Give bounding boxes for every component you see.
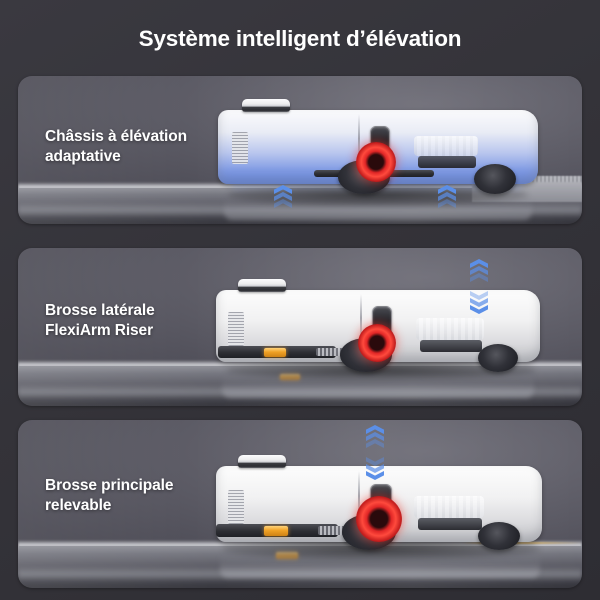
main-brush-chevron-up bbox=[366, 425, 384, 448]
panel-3-scene bbox=[18, 420, 582, 588]
drive-wheel-rear bbox=[474, 164, 516, 194]
robot-floor-reflection bbox=[222, 372, 534, 398]
internal-chassis-dark bbox=[418, 156, 476, 168]
vent-grille bbox=[228, 312, 244, 346]
amber-sensor-window bbox=[264, 348, 286, 357]
side-brush-chevron-down bbox=[470, 292, 488, 313]
chevron-up-icon bbox=[470, 273, 488, 282]
internal-module bbox=[414, 136, 478, 156]
amber-sensor-reflection bbox=[276, 552, 298, 559]
lift-chevron-right bbox=[438, 185, 456, 208]
body-seam bbox=[360, 294, 362, 342]
page-title: Système intelligent d’élévation bbox=[138, 26, 462, 51]
drive-wheel-rear bbox=[478, 344, 518, 372]
panel-1-caption: Châssis à élévation adaptative bbox=[45, 128, 187, 166]
lidar-turret bbox=[242, 99, 290, 112]
chevron-up-icon bbox=[366, 439, 384, 448]
lidar-turret bbox=[238, 455, 286, 468]
chevron-up-icon bbox=[274, 199, 292, 208]
main-brush-hub bbox=[358, 324, 396, 362]
robot-vacuum-side-view bbox=[216, 455, 542, 550]
feature-panel-side-brush-riser: Brosse latérale FlexiArm Riser bbox=[18, 248, 582, 406]
amber-sensor-reflection bbox=[280, 374, 300, 380]
chevron-down-icon bbox=[470, 291, 488, 300]
main-brush-hub bbox=[356, 142, 396, 182]
panel-2-caption: Brosse latérale FlexiArm Riser bbox=[45, 302, 155, 340]
internal-module bbox=[414, 496, 484, 518]
floor-highlight-band bbox=[18, 384, 582, 400]
internal-chassis-dark bbox=[420, 340, 482, 352]
body-seam bbox=[358, 114, 360, 164]
chevron-up-icon bbox=[438, 199, 456, 208]
robot-vacuum-side-view bbox=[218, 99, 538, 194]
robot-floor-reflection bbox=[220, 550, 540, 578]
internal-chassis-dark bbox=[418, 518, 482, 530]
side-brush-chevron-up bbox=[470, 259, 488, 282]
panel-3-caption: Brosse principale relevable bbox=[45, 477, 174, 515]
main-brush-hub bbox=[356, 496, 402, 542]
panel-2-scene bbox=[18, 248, 582, 406]
amber-sensor-window bbox=[264, 526, 288, 536]
drive-wheel-rear bbox=[478, 522, 520, 550]
chevron-down-icon bbox=[366, 457, 384, 466]
robot-vacuum-side-view bbox=[216, 279, 540, 372]
floor-highlight-band bbox=[18, 566, 582, 582]
body-seam bbox=[358, 470, 360, 521]
panel-1-scene bbox=[18, 76, 582, 224]
robot-ground-shadow bbox=[226, 360, 536, 380]
lift-chevron-left bbox=[274, 185, 292, 208]
vent-grille bbox=[232, 132, 248, 164]
robot-floor-reflection bbox=[224, 194, 532, 220]
internal-module bbox=[416, 318, 484, 340]
feature-panel-liftable-main-brush: Brosse principale relevable bbox=[18, 420, 582, 588]
vent-grille bbox=[228, 490, 244, 524]
main-brush-chevron-down bbox=[366, 458, 384, 479]
robot-ground-shadow bbox=[222, 538, 540, 560]
floor-highlight-band bbox=[18, 202, 582, 218]
lidar-turret bbox=[238, 279, 286, 292]
feature-panel-adaptive-lift-chassis: Châssis à élévation adaptative bbox=[18, 76, 582, 224]
